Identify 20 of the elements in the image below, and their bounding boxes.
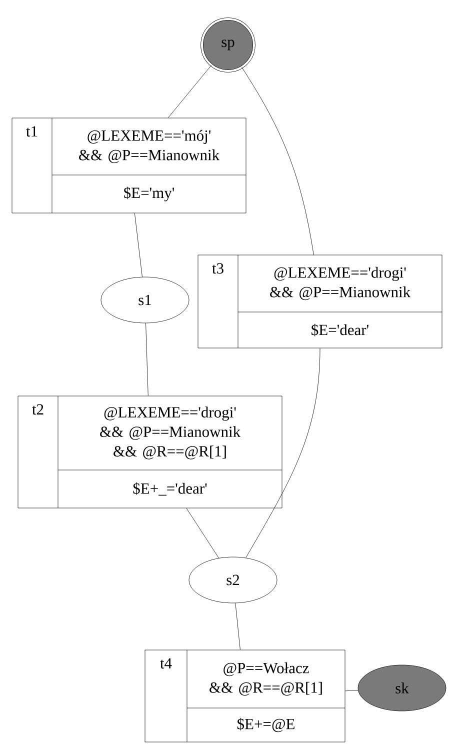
action-text: $E='dear' [312, 324, 368, 336]
connector-line [146, 323, 148, 396]
condition-text: @LEXEME=='mój' && @P==Mianownik [79, 130, 220, 164]
action-text: $E+=@E [237, 718, 294, 732]
condition-text: @LEXEME=='drogi' && @P==Mianownik [270, 266, 411, 300]
connector-line [134, 213, 142, 278]
condition-text: @LEXEME=='drogi' && @P==Mianownik && @R==@R[1] [100, 406, 241, 460]
connector-line [186, 508, 219, 558]
transition-label: t2 [32, 404, 44, 415]
connector-line [242, 67, 314, 255]
connector-line [345, 690, 358, 692]
connector-line [168, 65, 212, 118]
transition-label: t4 [160, 658, 172, 669]
connector-line [235, 602, 240, 650]
connector-line [246, 348, 320, 558]
action-text: $E+_='dear' [133, 482, 207, 496]
action-text: $E='my' [124, 186, 174, 202]
transition-label: t3 [212, 263, 224, 274]
condition-text: @P==Wołacz && @R==@R[1] [210, 662, 322, 696]
transition-label: t1 [26, 126, 38, 137]
